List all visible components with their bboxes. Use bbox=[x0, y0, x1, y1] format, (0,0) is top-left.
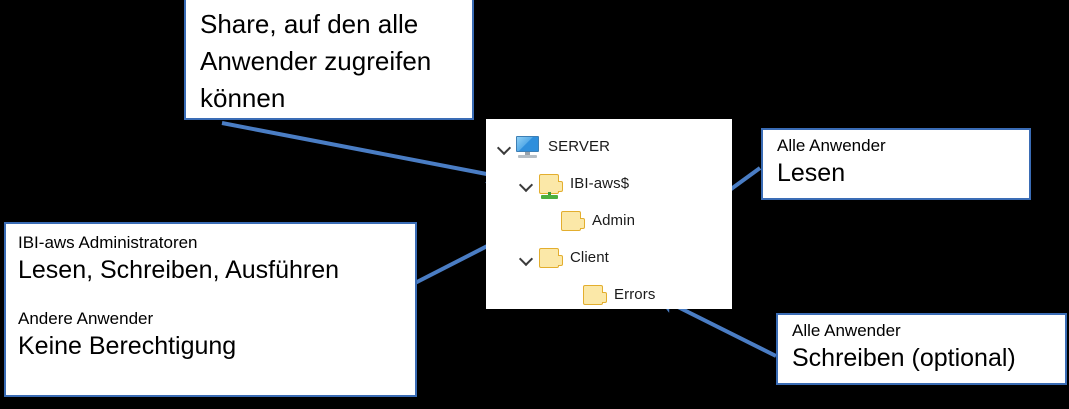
callout-admin-permissions: IBI-aws Administratoren Lesen, Schreiben… bbox=[4, 222, 417, 397]
other-users-permissions: Keine Berechtigung bbox=[18, 332, 237, 360]
share-folder-icon bbox=[536, 171, 564, 199]
callout-spacer bbox=[18, 286, 415, 308]
write-permission: Schreiben (optional) bbox=[792, 344, 1016, 372]
callout-share-line-3: können bbox=[200, 83, 286, 113]
tree-node-ibi-aws-share[interactable]: IBI-aws$ bbox=[486, 165, 732, 202]
callout-share: Share, auf den alle Anwender zugreifen k… bbox=[184, 0, 474, 120]
arrow-share-to-ibi-aws bbox=[221, 121, 506, 184]
folder-icon bbox=[558, 208, 586, 234]
chevron-down-icon[interactable] bbox=[516, 248, 536, 268]
tree-node-label: Client bbox=[570, 249, 609, 266]
tree-node-label: SERVER bbox=[548, 138, 611, 155]
tree-node-admin[interactable]: Admin bbox=[486, 202, 732, 239]
monitor-icon bbox=[514, 134, 542, 160]
chevron-down-icon[interactable] bbox=[494, 137, 514, 157]
tree-node-label: Admin bbox=[592, 212, 636, 229]
admin-group-permissions: Lesen, Schreiben, Ausführen bbox=[18, 256, 340, 284]
tree-node-errors[interactable]: Errors bbox=[486, 276, 732, 313]
tree-node-label: IBI-aws$ bbox=[570, 175, 630, 192]
read-permission: Lesen bbox=[777, 159, 846, 187]
callout-share-line-1: Share, auf den alle bbox=[200, 9, 419, 39]
read-header: Alle Anwender bbox=[777, 136, 886, 155]
chevron-down-icon[interactable] bbox=[516, 174, 536, 194]
folder-tree-panel: SERVER IBI-aws$ Admin Client bbox=[486, 119, 732, 309]
folder-icon bbox=[536, 245, 564, 271]
other-users-header: Andere Anwender bbox=[18, 309, 154, 328]
write-header: Alle Anwender bbox=[792, 321, 901, 340]
folder-icon bbox=[580, 282, 608, 308]
tree-node-server[interactable]: SERVER bbox=[486, 128, 732, 165]
chevron-placeholder bbox=[560, 285, 580, 305]
chevron-placeholder bbox=[538, 211, 558, 231]
admin-group-header: IBI-aws Administratoren bbox=[18, 233, 198, 252]
callout-all-users-write: Alle Anwender Schreiben (optional) bbox=[776, 313, 1067, 385]
callout-share-line-2: Anwender zugreifen bbox=[200, 46, 432, 76]
callout-all-users-read: Alle Anwender Lesen bbox=[761, 128, 1031, 200]
tree-node-client[interactable]: Client bbox=[486, 239, 732, 276]
tree-node-label: Errors bbox=[614, 286, 656, 303]
